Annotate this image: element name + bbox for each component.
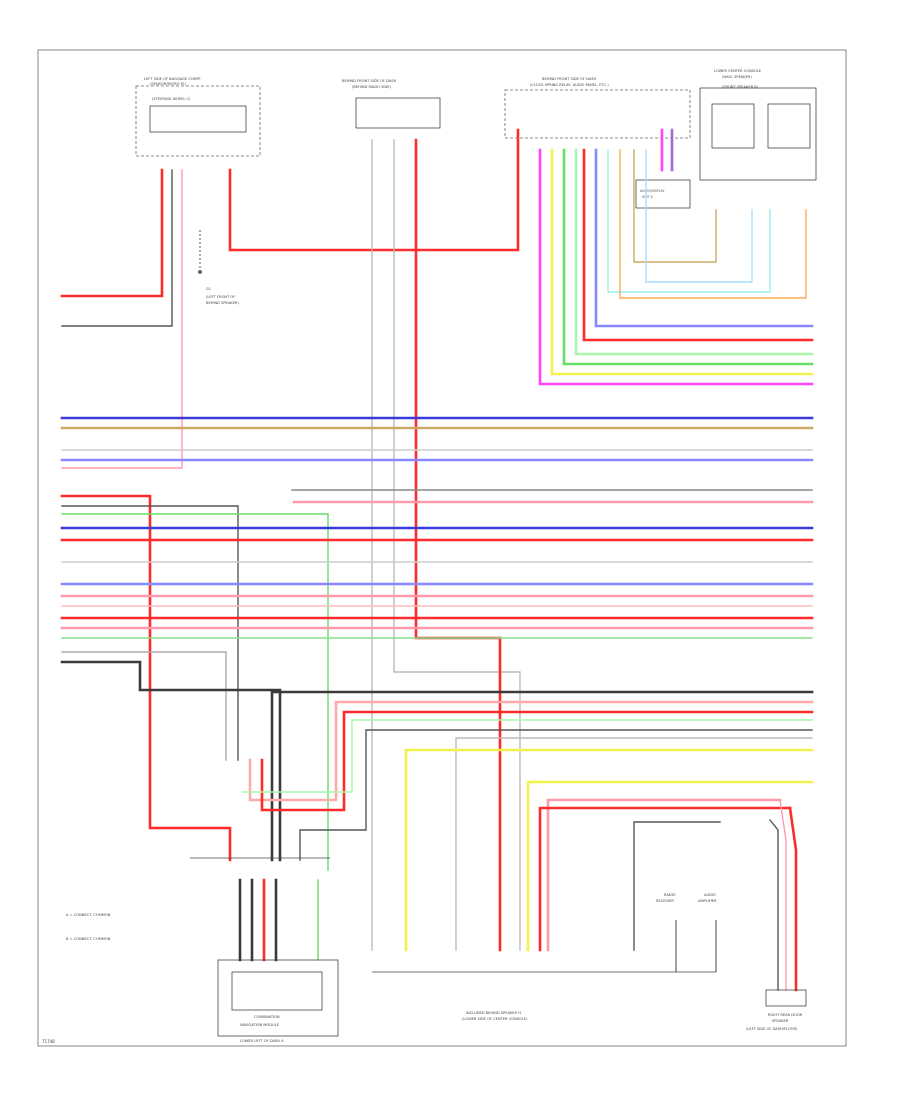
module-right2-label-1: AUDIO bbox=[704, 893, 716, 897]
bottom-right-label-3: (LEFT SIDE OF DASH/FLOOR) bbox=[746, 1027, 798, 1031]
ground-note-label-1: G1 bbox=[206, 287, 211, 291]
wire-group-bus-2 bbox=[60, 489, 814, 871]
wire-group-bus-3 bbox=[241, 690, 814, 952]
wire-group-bus-1 bbox=[60, 416, 814, 462]
wire-group-top-left bbox=[60, 128, 520, 469]
diagram-frame bbox=[37, 49, 847, 1047]
ground-note-label-2: (LEFT FRONT OF bbox=[206, 295, 235, 299]
module-right-label-2: RECEIVER bbox=[656, 899, 674, 903]
bottom-left-caption: LOWER LEFT OF DASH A bbox=[240, 1039, 284, 1043]
far-right-sub: (FRONT SPEAKER R) bbox=[722, 85, 759, 89]
module-right-label-1: RADIO bbox=[664, 893, 676, 897]
far-right-label-1: LOWER CENTER CONSOLE bbox=[714, 69, 762, 73]
wire-group-bottom-right bbox=[372, 798, 798, 992]
connector-top-left: LEFT SIDE OF BAGGAGE COMPT. (SENSOR/MICR… bbox=[135, 77, 261, 157]
far-right-label-2: (NAVI. SPEAKER) bbox=[722, 75, 752, 79]
top-right-label-2: (CLOCK SPRING RELAY, AUDIO PANEL, ETC.) bbox=[530, 83, 609, 87]
module-right2-label-2: AMPLIFIER bbox=[698, 899, 717, 903]
bottom-mid-label-1: INCLUDED BEHIND SPEAKER H bbox=[466, 1011, 521, 1015]
connector-top-right: BEHIND FRONT SIDE OF DASH (CLOCK SPRING … bbox=[504, 77, 691, 209]
legend-item-b: B = CONNECT. COMMON bbox=[66, 937, 111, 941]
bottom-right-label-2: SPEAKER bbox=[772, 1019, 789, 1023]
connector-bottom-right: RIGHT REAR DOOR SPEAKER (LEFT SIDE OF DA… bbox=[746, 989, 807, 1031]
page-id: 71748 bbox=[42, 1039, 55, 1044]
top-left-sub: (STEERING WHEEL C) bbox=[152, 97, 191, 101]
wire-group-top-mid bbox=[371, 138, 521, 952]
wire-group-bottom-left bbox=[190, 857, 330, 962]
top-right-label-1: BEHIND FRONT SIDE OF DASH bbox=[542, 77, 597, 81]
legend-item-a: A = CONNECT. COMMON bbox=[66, 913, 111, 917]
bottom-left-label-2: NAVIGATION MODULE bbox=[240, 1023, 280, 1027]
connector-top-mid: BEHIND FRONT SIDE OF DASH (BEHIND RADIO … bbox=[342, 79, 441, 129]
connector-bottom-mid: INCLUDED BEHIND SPEAKER H (LOWER SIDE OF… bbox=[462, 1011, 528, 1021]
bottom-mid-label-2: (LOWER SIDE OF CENTER CONSOLE) bbox=[462, 1017, 528, 1021]
ground-note: G1 (LEFT FRONT OF BEHIND SPEAKER) bbox=[206, 287, 239, 305]
top-right-unit-label-1: AUDIO/DISPLAY bbox=[640, 189, 665, 193]
top-left-label-1: LEFT SIDE OF BAGGAGE COMPT. bbox=[144, 77, 202, 81]
legend: A = CONNECT. COMMON B = CONNECT. COMMON bbox=[66, 913, 111, 941]
bottom-left-label-1: COMBINATION bbox=[254, 1015, 280, 1019]
top-left-label-2: (SENSOR/MICRO M.) bbox=[150, 82, 187, 86]
ground-note-label-3: BEHIND SPEAKER) bbox=[206, 301, 239, 305]
top-mid-label-1: BEHIND FRONT SIDE OF DASH bbox=[342, 79, 397, 83]
wire-group-top-right bbox=[538, 128, 814, 386]
connector-bottom-left: COMBINATION NAVIGATION MODULE LOWER LEFT… bbox=[217, 959, 339, 1043]
module-radio-receiver: RADIO RECEIVER AUDIO AMPLIFIER bbox=[656, 893, 717, 903]
bottom-right-label-1: RIGHT REAR DOOR bbox=[768, 1013, 803, 1017]
connector-far-right: LOWER CENTER CONSOLE (NAVI. SPEAKER) (FR… bbox=[699, 69, 817, 181]
top-mid-label-2: (BEHIND RADIO SIDE) bbox=[352, 85, 391, 89]
top-right-unit-label-2: UNIT A bbox=[642, 195, 654, 199]
